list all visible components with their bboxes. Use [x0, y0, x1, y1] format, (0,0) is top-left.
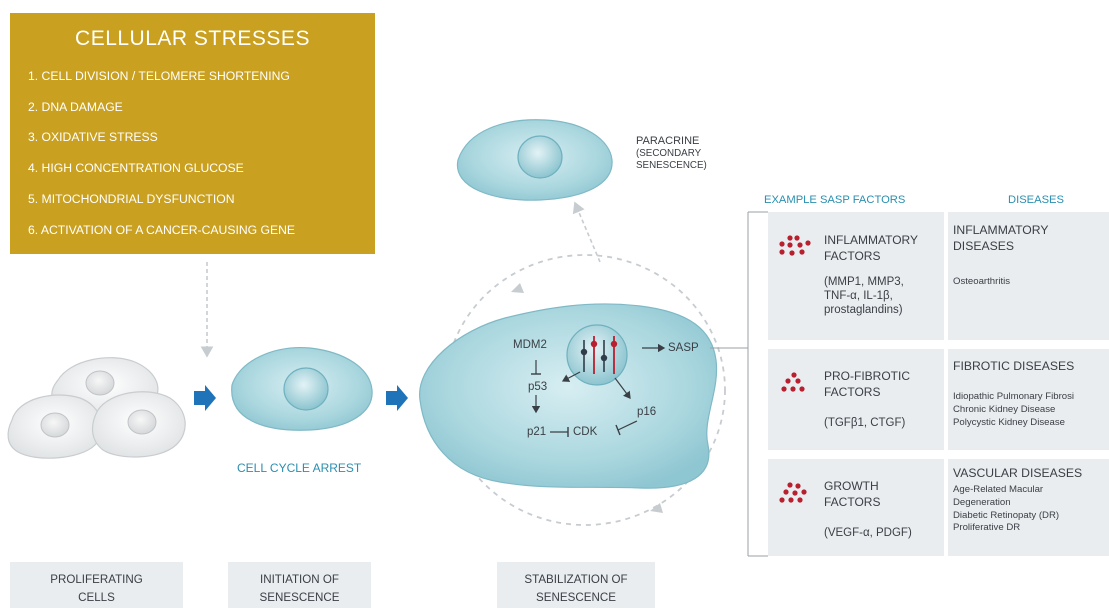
sasp-label: SASP: [668, 342, 699, 354]
vascular-diseases-title: VASCULAR DISEASES: [953, 466, 1083, 480]
initiation-cell-icon: [231, 347, 373, 431]
cdk-label: CDK: [573, 426, 598, 438]
proliferating-cells-icon: [7, 357, 186, 459]
stage-arrow-1-icon: [194, 385, 216, 411]
paracrine-arrow: [572, 201, 601, 263]
chromatin-icon: [580, 336, 618, 374]
stress-item: 3. OXIDATIVE STRESS: [28, 130, 158, 144]
p16-label: p16: [637, 406, 657, 418]
stress-item: 4. HIGH CONCENTRATION GLUCOSE: [28, 161, 244, 175]
stress-item: 5. MITOCHONDRIAL DYSFUNCTION: [28, 192, 235, 206]
stabilization-cell-icon: [419, 303, 718, 489]
paracrine-label: PARACRINE (SECONDARY SENESCENCE): [636, 135, 707, 171]
stress-item: 1. CELL DIVISION / TELOMERE SHORTENING: [28, 69, 290, 83]
growth-factor-dots-icon: [779, 482, 807, 503]
growth-factors-examples: (VEGF-α, PDGF): [824, 527, 912, 539]
inflammatory-factors-examples: (MMP1, MMP3,TNF-α, IL-1β,prostaglandins): [824, 276, 904, 316]
pro-fibrotic-factor-dots-icon: [781, 372, 805, 392]
inflammatory-disease-list: Osteoarthritis: [953, 276, 1011, 287]
stress-item: 6. ACTIVATION OF A CANCER-CAUSING GENE: [28, 223, 296, 237]
p53-label: p53: [528, 381, 548, 393]
pro-fibrotic-factors-examples: (TGFβ1, CTGF): [824, 417, 906, 429]
stress-item: 2. DNA DAMAGE: [28, 100, 123, 114]
stage-arrow-2-icon: [386, 385, 408, 411]
mdm2-label: MDM2: [513, 339, 547, 351]
cell-cycle-arrest-label: CELL CYCLE ARREST: [237, 461, 362, 475]
inflammatory-factor-dots-icon: [779, 235, 811, 256]
sasp-factors-header: EXAMPLE SASP FACTORS: [764, 194, 906, 206]
paracrine-cell-icon: [456, 119, 613, 201]
p21-label: p21: [527, 426, 547, 438]
cellular-stresses-panel: CELLULAR STRESSES 1. CELL DIVISION / TEL…: [10, 13, 375, 254]
diseases-header: DISEASES: [1008, 194, 1064, 206]
fibrotic-diseases-title: FIBROTIC DISEASES: [953, 359, 1075, 373]
cellular-stresses-title: CELLULAR STRESSES: [75, 27, 310, 50]
